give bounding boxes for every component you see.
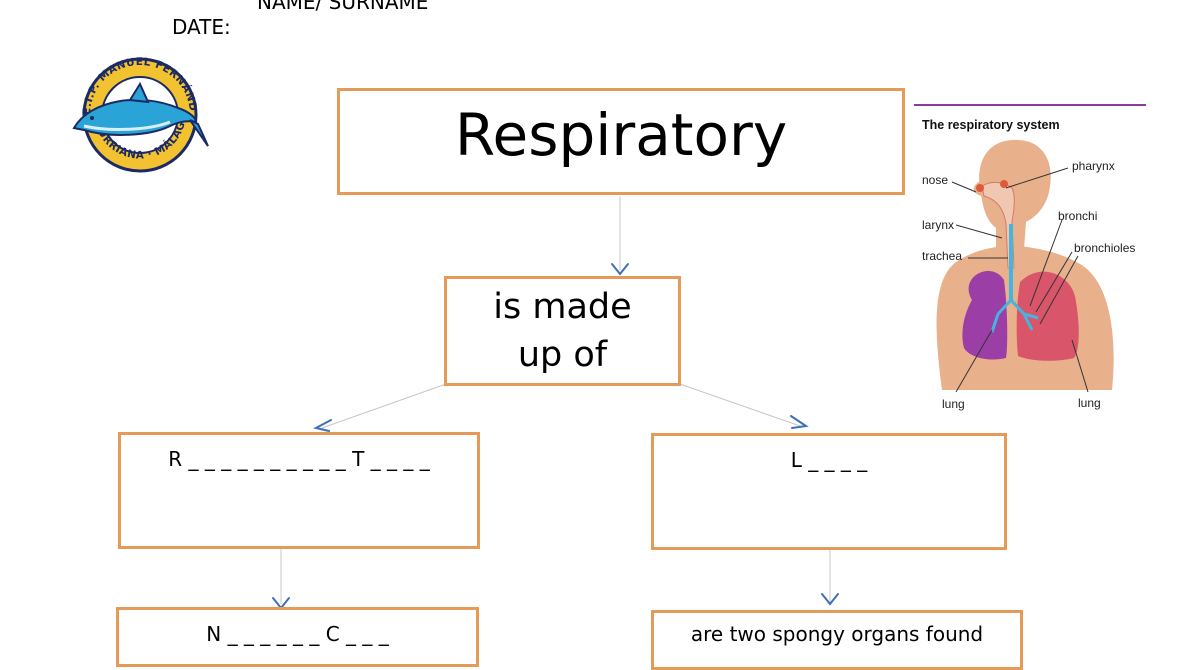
lungs-description: are two spongy organs found [690, 622, 984, 646]
arrow-head-1 [611, 263, 629, 276]
label-lung-left: lung [942, 397, 965, 411]
respiratory-title-box: Respiratory [337, 88, 905, 195]
made-up-of-box: is made up of [444, 276, 681, 386]
lungs-description-box: are two spongy organs found [651, 610, 1023, 670]
name-surname-label: NAME/ SURNAME [257, 0, 429, 14]
nasal-cavity-box: N _ _ _ _ _ _ C _ _ _ [116, 607, 479, 667]
label-pharynx: pharynx [1072, 159, 1115, 173]
respiratory-title: Respiratory [454, 101, 788, 169]
label-larynx: larynx [922, 218, 954, 232]
torso-illustration [936, 139, 1114, 390]
arrow-head-5 [821, 593, 839, 606]
lungs-box: L _ _ _ _ [651, 433, 1007, 550]
made-up-line-2: up of [517, 335, 608, 375]
label-trachea: trachea [922, 249, 962, 263]
figure-title: The respiratory system [922, 118, 1060, 132]
made-up-line-1: is made [493, 287, 632, 327]
connector-lines [272, 196, 839, 610]
respiratory-system-figure: The respiratory system [912, 100, 1152, 415]
nasal-cavity-blank: N _ _ _ _ _ _ C _ _ _ [206, 622, 389, 646]
arrow-head-3 [790, 415, 809, 429]
respiratory-tract-blank: R _ _ _ _ _ _ _ _ _ _ T _ _ _ _ [168, 447, 430, 471]
respiratory-tract-box: R _ _ _ _ _ _ _ _ _ _ T _ _ _ _ [118, 432, 480, 549]
label-bronchioles: bronchioles [1074, 241, 1135, 255]
label-bronchi: bronchi [1058, 209, 1097, 223]
label-nose: nose [922, 173, 948, 187]
arrow-head-2 [313, 419, 332, 432]
label-lung-right: lung [1078, 396, 1101, 410]
dolphin-icon [72, 81, 209, 147]
lungs-blank: L _ _ _ _ [790, 448, 868, 472]
school-logo: C.E.I.P. MANUEL FERNÁNDEZ CHURRIANA · MÁ… [66, 47, 210, 174]
date-label: DATE: [172, 15, 231, 39]
